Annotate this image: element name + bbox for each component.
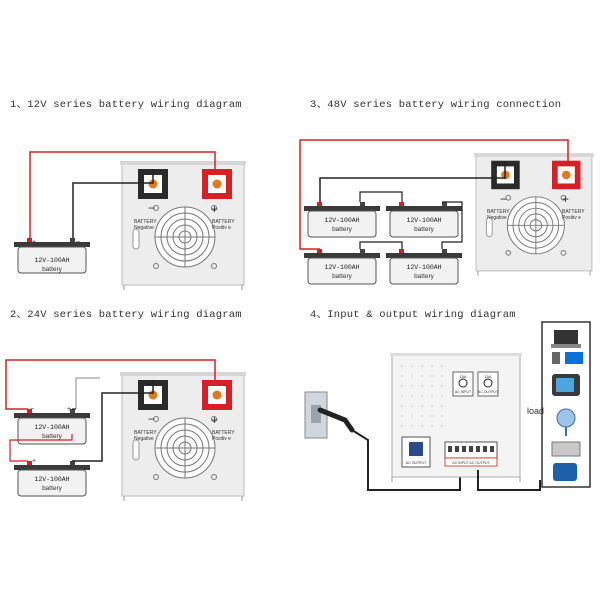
fan-icon	[556, 408, 576, 428]
diagram-12v	[13, 151, 247, 291]
neg-label-2: Negative	[487, 215, 507, 221]
pos-sign: +	[211, 413, 218, 427]
breaker-1-label: AC INPUT	[455, 390, 472, 394]
link-wire-3	[359, 241, 403, 249]
battery-name: battery	[42, 433, 63, 440]
link-wire-2	[441, 201, 463, 249]
phone-icon	[552, 352, 560, 364]
battery-rating: 12V-100AH	[34, 257, 69, 264]
negative-wire	[319, 161, 506, 202]
title-48v-diagram: 3、48V series battery wiring connection	[310, 99, 562, 111]
neg-label-2: Negative	[134, 436, 154, 442]
pos-label-2: Positiv e	[562, 215, 581, 221]
battery-name: battery	[332, 273, 353, 280]
neg-label: BATTERY	[487, 209, 510, 215]
neg-label: BATTERY	[134, 219, 157, 225]
tablet-icon	[565, 352, 583, 364]
load-label: load	[527, 406, 544, 416]
input-cable	[351, 429, 461, 491]
breaker-2-rating: 15A	[484, 374, 491, 379]
neg-sign: −	[148, 412, 155, 426]
title-12v-diagram: 1、12V series battery wiring diagram	[10, 99, 242, 111]
battery-name: battery	[414, 226, 435, 233]
pos-label: BATTERY	[212, 430, 235, 436]
battery-name: battery	[332, 226, 353, 233]
pos-label: BATTERY	[562, 209, 585, 215]
negative-wire	[72, 380, 154, 462]
motor-icon	[553, 463, 577, 481]
pos-label: BATTERY	[212, 219, 235, 225]
neg-sign: −	[148, 201, 155, 215]
battery-rating: 12V-100AH	[324, 217, 359, 224]
neg-sign: −	[500, 192, 507, 206]
battery-name: battery	[414, 273, 435, 280]
laptop-icon	[554, 330, 578, 344]
battery-minus: −	[30, 406, 34, 413]
radio-icon	[551, 441, 581, 457]
battery-rating: 12V-100AH	[406, 264, 441, 271]
diagram-io	[304, 321, 591, 491]
output-cable	[477, 470, 541, 491]
vent-holes	[401, 365, 443, 427]
battery-rating: 12V-100AH	[34, 476, 69, 483]
battery-rating: 12V-100AH	[34, 424, 69, 431]
plug-icon	[317, 407, 355, 433]
link-wire-1	[359, 191, 403, 202]
battery-name: battery	[42, 266, 63, 273]
pos-sign: +	[562, 192, 569, 206]
breaker-1-rating: 15A	[459, 374, 466, 379]
positive-wire	[29, 151, 216, 238]
breaker-2-label: AC OUTPUT	[478, 390, 499, 394]
positive-wire	[5, 359, 216, 410]
battery-plus: +	[67, 406, 71, 413]
neg-label-2: Negative	[134, 225, 154, 231]
battery-plus: +	[32, 239, 36, 246]
link-wire-gray	[75, 377, 100, 409]
positive-wire	[299, 139, 569, 250]
neg-label: BATTERY	[134, 430, 157, 436]
battery-minus: −	[76, 239, 80, 246]
terminal-label: AC INPUT AC OUTPUT	[452, 461, 490, 465]
battery-rating: 12V-100AH	[324, 264, 359, 271]
battery-name: battery	[42, 485, 63, 492]
title-io-diagram: 4、Input & output wiring diagram	[310, 309, 516, 321]
diagram-24v	[5, 359, 247, 502]
battery-rating: 12V-100AH	[406, 217, 441, 224]
negative-wire	[72, 169, 154, 238]
diagram-48v	[299, 139, 595, 285]
pos-label-2: Positiv e	[212, 436, 231, 442]
title-24v-diagram: 2、24V series battery wiring diagram	[10, 309, 242, 321]
pos-sign: +	[211, 202, 218, 216]
series-link-wire	[9, 434, 73, 462]
pos-label-2: Positiv e	[212, 225, 231, 231]
battery-minus: −	[76, 458, 80, 465]
load-bracket	[541, 321, 591, 488]
socket-label: AC OUTPUT	[406, 461, 427, 465]
battery-plus: +	[32, 458, 36, 465]
